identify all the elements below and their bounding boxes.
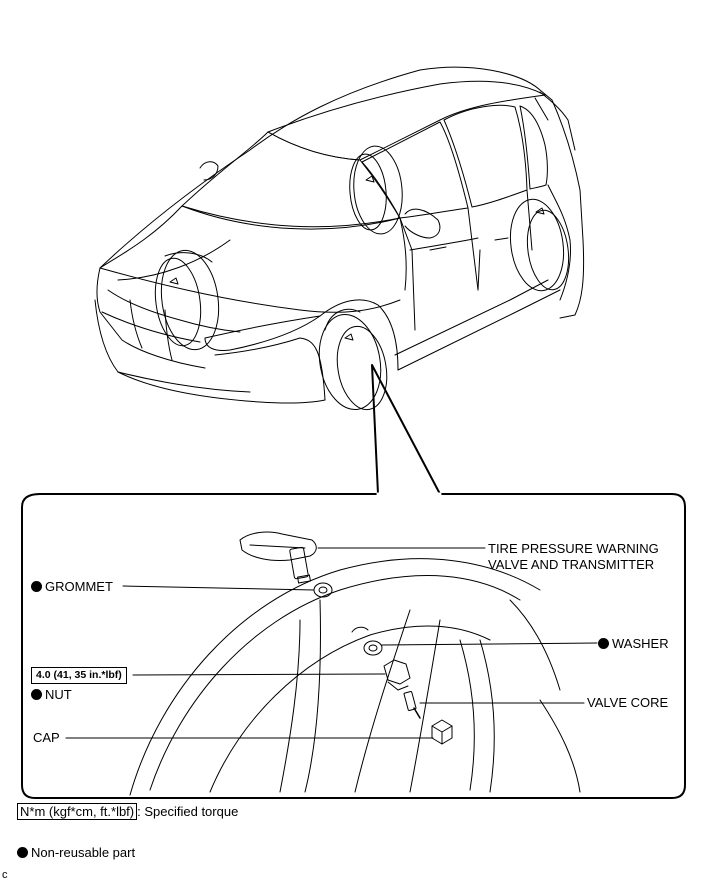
nut-label: NUT (31, 687, 72, 703)
nonreusable-legend-text: Non-reusable part (31, 845, 136, 860)
valve-core-label: VALVE CORE (587, 695, 669, 710)
nonreusable-dot-icon (31, 581, 42, 592)
car-illustration (94, 66, 585, 411)
grommet-label: GROMMET (31, 579, 113, 595)
nut-torque-spec: 4.0 (41, 35 in.*lbf) (31, 667, 127, 684)
torque-legend: N*m (kgf*cm, ft.*lbf): Specified torque (17, 803, 239, 820)
washer-label: WASHER (598, 636, 669, 652)
nut-text: NUT (45, 687, 72, 702)
nonreusable-legend: Non-reusable part (17, 845, 135, 861)
nonreusable-dot-icon (598, 638, 609, 649)
torque-unit-box: N*m (kgf*cm, ft.*lbf) (17, 803, 138, 820)
washer-text: WASHER (612, 636, 669, 651)
filled-circle-icon (17, 847, 28, 858)
cap-label: CAP (33, 730, 60, 745)
tpms-label-line2: VALVE AND TRANSMITTER (488, 557, 655, 572)
torque-legend-text: : Specified torque (137, 804, 239, 819)
nonreusable-dot-icon (31, 689, 42, 700)
detail-callout-frame (21, 364, 686, 799)
figure-code: c (2, 869, 8, 881)
grommet-text: GROMMET (45, 579, 113, 594)
tpms-label-line1: TIRE PRESSURE WARNING (488, 541, 659, 556)
